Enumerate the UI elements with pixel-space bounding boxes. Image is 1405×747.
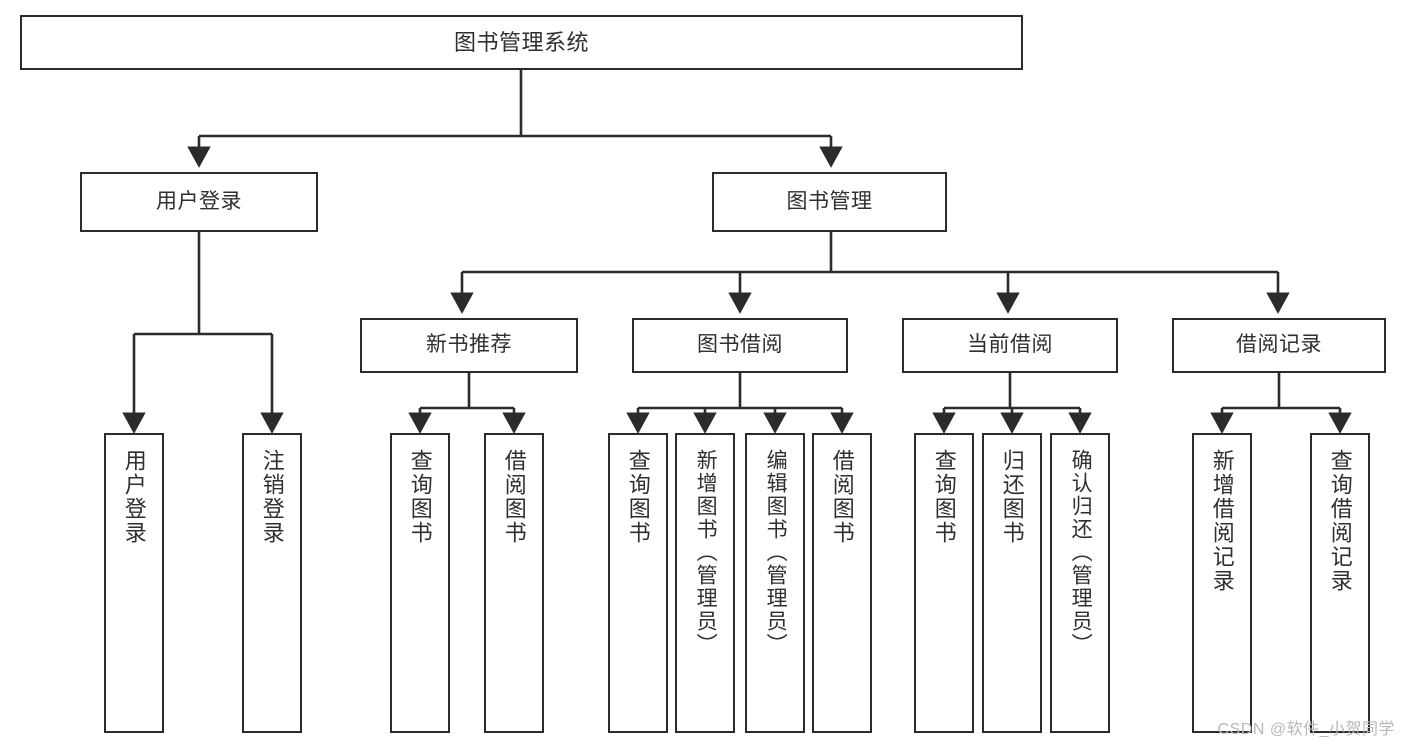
node-user-login[interactable]: 用户登录: [80, 172, 318, 232]
node-label: 借阅图书: [501, 449, 527, 545]
node-borrow-record[interactable]: 借阅记录: [1172, 318, 1386, 373]
node-label: 图书管理: [786, 189, 873, 213]
leaf-borrow-book-recommend[interactable]: 借阅图书: [484, 433, 544, 733]
node-label: 当前借阅: [967, 333, 1053, 357]
node-label: 查询图书: [931, 449, 957, 545]
node-current-borrow[interactable]: 当前借阅: [902, 318, 1118, 373]
node-label: 借阅记录: [1236, 333, 1322, 357]
leaf-query-book-borrow[interactable]: 查询图书: [608, 433, 668, 733]
leaf-edit-book-admin[interactable]: 编辑图书（管理员）: [745, 433, 805, 733]
node-label: 归还图书: [999, 449, 1025, 545]
node-book-borrow[interactable]: 图书借阅: [632, 318, 848, 373]
leaf-return-book[interactable]: 归还图书: [982, 433, 1042, 733]
leaf-add-borrow-record[interactable]: 新增借阅记录: [1192, 433, 1252, 733]
node-label: 查询图书: [625, 449, 651, 545]
node-label: 新书推荐: [426, 333, 512, 357]
leaf-query-book-recommend[interactable]: 查询图书: [390, 433, 450, 733]
leaf-logout-login[interactable]: 注销登录: [242, 433, 302, 733]
node-label: 查询图书: [407, 449, 433, 545]
node-label: 新增借阅记录: [1209, 449, 1235, 593]
node-label: 用户登录: [121, 449, 147, 545]
node-label: 图书管理系统: [453, 29, 589, 55]
node-label: 查询借阅记录: [1327, 449, 1353, 593]
node-label: 借阅图书: [829, 449, 855, 545]
leaf-user-login[interactable]: 用户登录: [104, 433, 164, 733]
leaf-borrow-book[interactable]: 借阅图书: [812, 433, 872, 733]
leaf-query-book-current[interactable]: 查询图书: [914, 433, 974, 733]
node-label: 新增图书（管理员）: [694, 449, 718, 656]
node-label: 编辑图书（管理员）: [764, 449, 788, 656]
node-label: 用户登录: [156, 189, 242, 213]
leaf-add-book-admin[interactable]: 新增图书（管理员）: [675, 433, 735, 733]
node-label: 图书借阅: [697, 333, 783, 357]
node-new-book-recommend[interactable]: 新书推荐: [360, 318, 578, 373]
node-label: 注销登录: [259, 449, 285, 545]
leaf-confirm-return-admin[interactable]: 确认归还（管理员）: [1050, 433, 1110, 733]
node-root-book-management-system[interactable]: 图书管理系统: [20, 15, 1023, 70]
node-label: 确认归还（管理员）: [1069, 449, 1093, 656]
leaf-query-borrow-record[interactable]: 查询借阅记录: [1310, 433, 1370, 733]
node-book-management[interactable]: 图书管理: [712, 172, 947, 232]
